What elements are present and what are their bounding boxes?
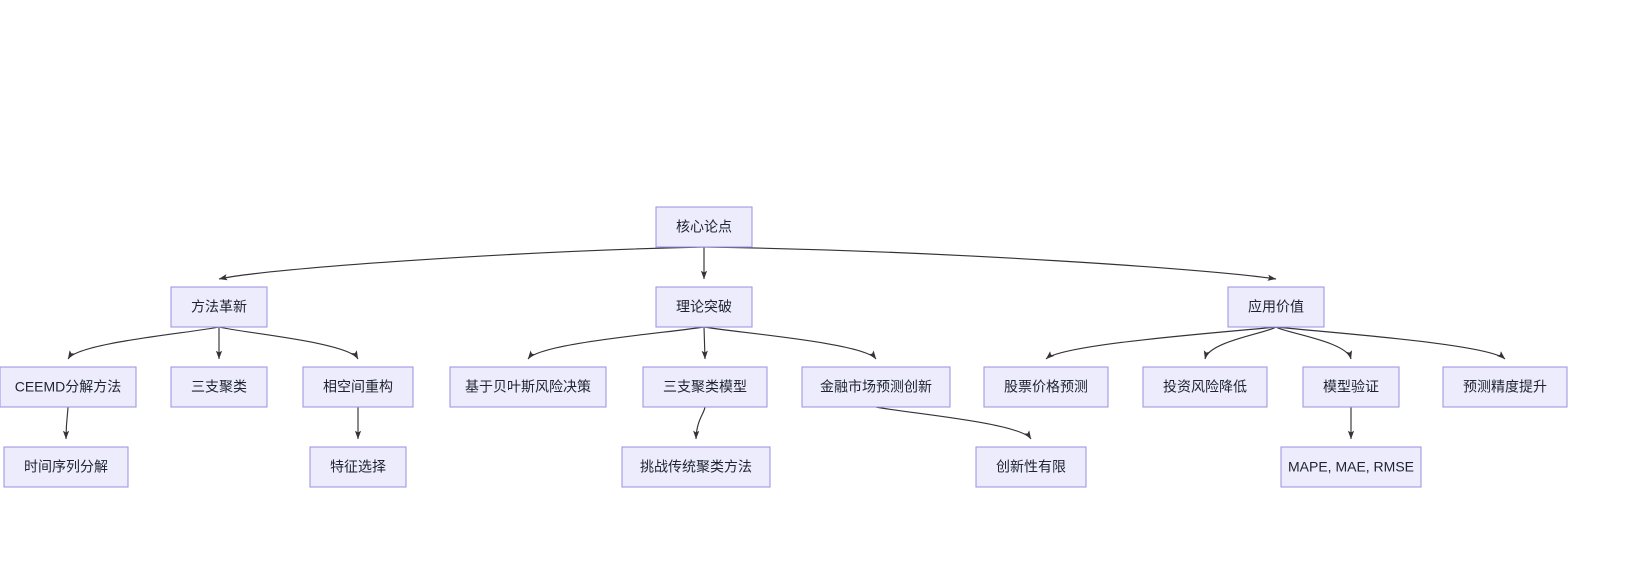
- edges-layer: [62, 246, 1506, 440]
- node-box[interactable]: [1302, 366, 1400, 408]
- node-核心论点[interactable]: 核心论点: [655, 206, 753, 248]
- edge-方法革新-to-相空间重构: [218, 326, 359, 360]
- node-ceemd分解方法[interactable]: CEEMD分解方法: [0, 366, 137, 408]
- node-理论突破[interactable]: 理论突破: [655, 286, 753, 328]
- node-box[interactable]: [1142, 366, 1268, 408]
- node-应用价值[interactable]: 应用价值: [1227, 286, 1325, 328]
- node-box[interactable]: [1280, 446, 1422, 488]
- node-box[interactable]: [621, 446, 771, 488]
- node-box[interactable]: [1442, 366, 1568, 408]
- node-box[interactable]: [801, 366, 951, 408]
- node-预测精度提升[interactable]: 预测精度提升: [1442, 366, 1568, 408]
- node-金融市场预测创新[interactable]: 金融市场预测创新: [801, 366, 951, 408]
- node-box[interactable]: [170, 366, 268, 408]
- node-模型验证[interactable]: 模型验证: [1302, 366, 1400, 408]
- edge-核心论点-to-方法革新: [218, 246, 705, 281]
- node-box[interactable]: [1227, 286, 1325, 328]
- node-三支聚类[interactable]: 三支聚类: [170, 366, 268, 408]
- node-box[interactable]: [642, 366, 768, 408]
- node-挑战传统聚类方法[interactable]: 挑战传统聚类方法: [621, 446, 771, 488]
- node-box[interactable]: [309, 446, 407, 488]
- node-特征选择[interactable]: 特征选择: [309, 446, 407, 488]
- edge-核心论点-to-应用价值: [703, 246, 1277, 281]
- edge-理论突破-to-基于贝叶斯风险决策: [527, 326, 705, 360]
- node-投资风险降低[interactable]: 投资风险降低: [1142, 366, 1268, 408]
- node-box[interactable]: [3, 446, 129, 488]
- node-mape-mae-rmse[interactable]: MAPE, MAE, RMSE: [1280, 446, 1422, 488]
- node-box[interactable]: [449, 366, 607, 408]
- edge-理论突破-to-金融市场预测创新: [703, 326, 877, 360]
- node-方法革新[interactable]: 方法革新: [170, 286, 268, 328]
- edge-三支聚类模型-to-挑战传统聚类方法: [693, 406, 706, 440]
- node-box[interactable]: [655, 286, 753, 328]
- node-box[interactable]: [983, 366, 1109, 408]
- node-box[interactable]: [302, 366, 414, 408]
- edge-应用价值-to-股票价格预测: [1045, 326, 1277, 360]
- node-创新性有限[interactable]: 创新性有限: [975, 446, 1087, 488]
- edge-应用价值-to-投资风险降低: [1203, 326, 1277, 360]
- node-box[interactable]: [655, 206, 753, 248]
- node-相空间重构[interactable]: 相空间重构: [302, 366, 414, 408]
- node-基于贝叶斯风险决策[interactable]: 基于贝叶斯风险决策: [449, 366, 607, 408]
- edge-金融市场预测创新-to-创新性有限: [875, 406, 1032, 440]
- edge-方法革新-to-ceemd分解方法: [67, 326, 220, 360]
- edge-应用价值-to-预测精度提升: [1275, 326, 1506, 360]
- node-股票价格预测[interactable]: 股票价格预测: [983, 366, 1109, 408]
- node-三支聚类模型[interactable]: 三支聚类模型: [642, 366, 768, 408]
- edge-ceemd分解方法-to-时间序列分解: [62, 406, 70, 440]
- node-box[interactable]: [0, 366, 137, 408]
- node-box[interactable]: [170, 286, 268, 328]
- node-box[interactable]: [975, 446, 1087, 488]
- edge-理论突破-to-三支聚类模型: [701, 326, 708, 360]
- node-时间序列分解[interactable]: 时间序列分解: [3, 446, 129, 488]
- edge-应用价值-to-模型验证: [1275, 326, 1352, 360]
